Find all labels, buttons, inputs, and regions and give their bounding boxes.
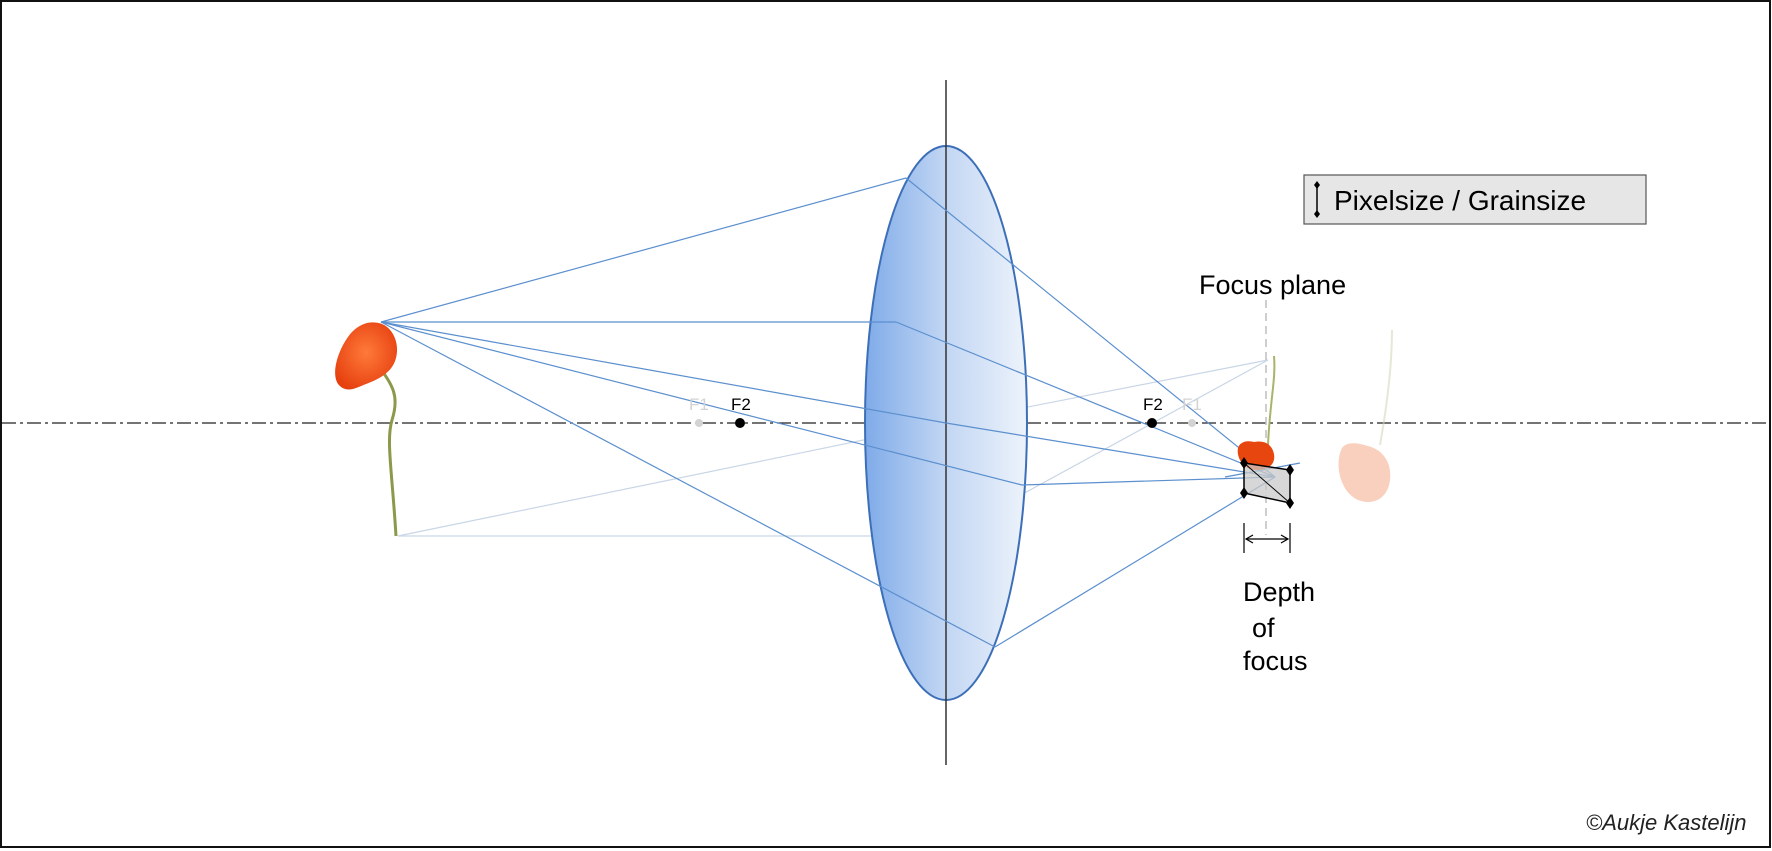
focal-point-f1-left-marker [695,419,703,427]
ghost-poppy [1338,329,1393,502]
ghost-poppy-stem [1379,329,1393,446]
ray-bundle [380,177,1301,648]
object-poppy [335,322,398,537]
poppy-stem [376,364,398,537]
depth-of-focus-label-line2: of [1252,613,1275,643]
focal-point-f1-right-marker [1188,419,1196,427]
legend: Pixelsize / Grainsize [1303,174,1647,225]
depth-of-focus-label-line1: Depth [1243,577,1315,607]
focal-point-f2-left-marker [735,418,745,428]
double-ended-dot-line-icon [1314,181,1320,218]
depth-of-focus-label-line3: focus [1243,646,1308,676]
depth-of-focus-arrow [1243,523,1291,553]
legend-label: Pixelsize / Grainsize [1334,185,1586,216]
legend-box [1303,174,1647,225]
focal-points: F1 F2 F2 F1 [689,395,1202,428]
focal-label-f2-left: F2 [731,395,751,414]
copyright-credit: ©Aukje Kastelijn [1586,810,1747,835]
focal-point-f2-right-marker [1147,418,1157,428]
poppy-flower-icon [335,322,398,390]
focal-label-f1-left: F1 [689,395,709,414]
focal-label-f2-right: F2 [1143,395,1163,414]
focal-label-f1-right: F1 [1182,395,1202,414]
focus-plane-label: Focus plane [1199,270,1346,300]
ghost-poppy-flower-icon [1338,443,1391,502]
depth-of-focus-region [1240,457,1294,509]
image-poppy-stem [1267,355,1276,446]
